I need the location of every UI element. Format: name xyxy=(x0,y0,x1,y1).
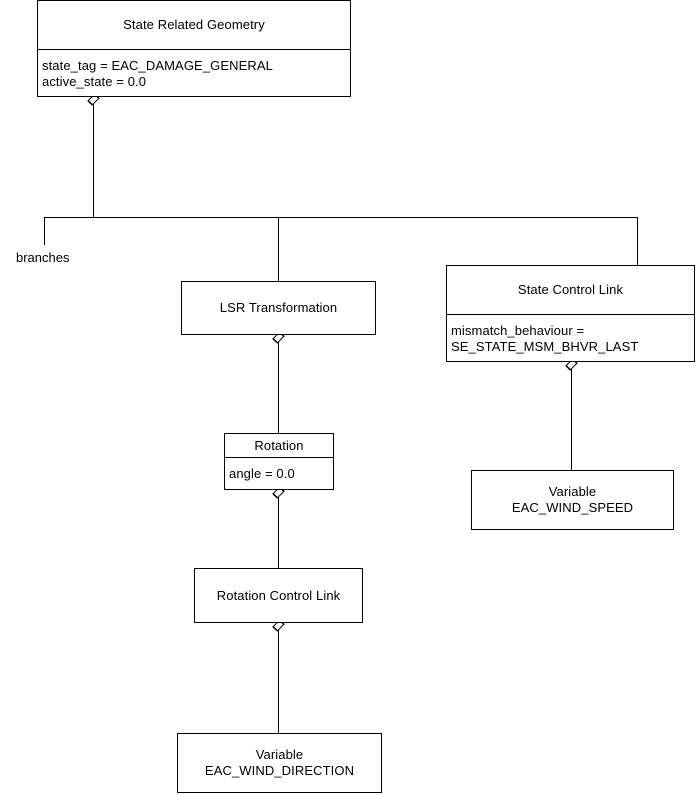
class-name-lsr-transformation: LSR Transformation xyxy=(219,300,338,315)
class-box-variable-eac-wind-direction[interactable]: Variable EAC_WIND_DIRECTION xyxy=(177,733,382,793)
connector-rotation-to-rotation-control-link xyxy=(278,489,279,568)
class-box-rotation-control-link[interactable]: Rotation Control Link xyxy=(194,568,363,623)
class-name-state-related-geometry: State Related Geometry xyxy=(123,17,265,32)
connector-rotation-control-link-to-variable-wind-direction xyxy=(278,622,279,733)
class-attributes-compartment: mismatch_behaviour = SE_STATE_MSM_BHVR_L… xyxy=(447,314,694,362)
branch-stub-left xyxy=(44,217,45,245)
class-name-compartment: State Related Geometry xyxy=(38,1,350,49)
class-name-eac-wind-direction: EAC_WIND_DIRECTION xyxy=(204,763,355,778)
class-name-compartment: Rotation Control Link xyxy=(195,569,362,622)
class-name-compartment: Rotation xyxy=(225,434,333,457)
connector-branchbar-to-lsr-transformation xyxy=(278,217,279,281)
attribute-mismatch-behaviour-line1: mismatch_behaviour = xyxy=(451,322,585,338)
class-name-rotation-control-link: Rotation Control Link xyxy=(216,587,341,603)
edge-label-branches: branches xyxy=(16,250,70,265)
class-box-lsr-transformation[interactable]: LSR Transformation xyxy=(181,281,376,335)
class-box-state-related-geometry[interactable]: State Related Geometry state_tag = EAC_D… xyxy=(37,0,351,97)
class-name-rotation: Rotation xyxy=(254,437,304,453)
class-name-compartment: State Control Link xyxy=(447,266,694,314)
connector-lsr-transformation-to-rotation xyxy=(278,334,279,433)
class-attributes-compartment: angle = 0.0 xyxy=(225,457,333,489)
class-stereotype-variable: Variable xyxy=(255,747,304,762)
class-attributes-compartment: state_tag = EAC_DAMAGE_GENERAL active_st… xyxy=(38,49,350,97)
class-name-compartment: Variable EAC_WIND_SPEED xyxy=(472,471,673,529)
class-box-variable-eac-wind-speed[interactable]: Variable EAC_WIND_SPEED xyxy=(471,470,674,530)
class-name-compartment: LSR Transformation xyxy=(182,282,375,334)
class-name-state-control-link: State Control Link xyxy=(517,282,624,297)
attribute-state-tag: state_tag = EAC_DAMAGE_GENERAL xyxy=(42,57,273,73)
connector-root-to-branch-bar xyxy=(93,96,94,218)
branch-bar xyxy=(44,217,638,218)
attribute-angle: angle = 0.0 xyxy=(229,465,295,481)
class-name-eac-wind-speed: EAC_WIND_SPEED xyxy=(511,500,634,515)
class-name-compartment: Variable EAC_WIND_DIRECTION xyxy=(178,734,381,792)
connector-state-control-link-to-variable-wind-speed xyxy=(571,361,572,470)
class-stereotype-variable: Variable xyxy=(548,484,597,499)
attribute-mismatch-behaviour-line2: SE_STATE_MSM_BHVR_LAST xyxy=(451,338,639,354)
class-box-rotation[interactable]: Rotation angle = 0.0 xyxy=(224,433,334,490)
connector-branchbar-to-state-control-link xyxy=(637,217,638,265)
attribute-active-state: active_state = 0.0 xyxy=(42,73,147,89)
class-box-state-control-link[interactable]: State Control Link mismatch_behaviour = … xyxy=(446,265,695,362)
